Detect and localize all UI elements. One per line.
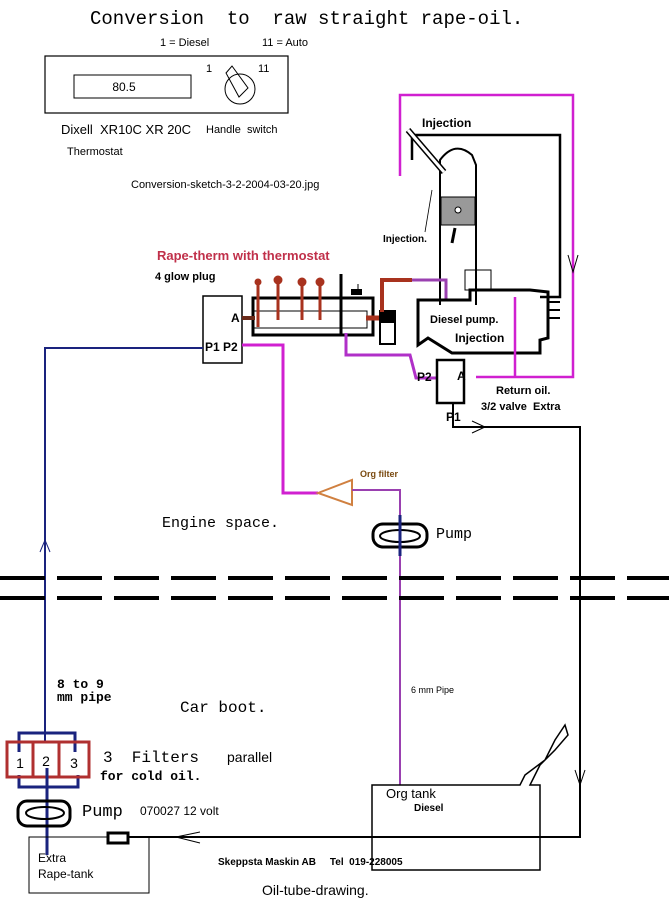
company-label: Skeppsta Maskin AB Tel 019-228005: [218, 857, 403, 868]
knob-position-11: 11: [258, 63, 269, 75]
cold-oil-label: for cold oil.: [100, 769, 201, 784]
drawing-caption: Oil-tube-drawing.: [262, 882, 369, 898]
injection-label-lower: Injection.: [383, 234, 427, 245]
engine-space-label: Engine space.: [162, 515, 279, 532]
return-oil-label: Return oil.: [496, 385, 550, 397]
injection-label: Injection: [422, 116, 471, 130]
temperature-display: 80.5: [112, 80, 136, 94]
thermostat-label: Thermostat: [67, 146, 123, 158]
switch-label: Handle switch: [206, 124, 278, 136]
valve-p2-label: P2: [417, 370, 432, 384]
pump-solenoid: [464, 269, 492, 291]
injection-return-pipe: [410, 133, 562, 299]
port-a-label: A: [231, 311, 240, 325]
pipe-size-label: 8 to 9: [57, 677, 104, 692]
engine-pump-label: Pump: [436, 526, 472, 543]
diesel-pump-label: Diesel pump.: [430, 314, 498, 326]
org-tank-pipe: [352, 489, 401, 785]
org-tank-label: Org tank: [386, 786, 436, 801]
extra-rape-tank: [28, 836, 150, 894]
diesel-feed-pipe: [242, 343, 318, 495]
thermostat-controller: 80.5 1 11: [44, 55, 289, 114]
small-pipe-label: 6 mm Pipe: [411, 685, 454, 695]
three-two-valve[interactable]: [435, 358, 466, 405]
valve-description: 3/2 valve Extra: [481, 401, 561, 413]
engine-pump-icon: [371, 515, 429, 556]
legend-diesel: 1 = Diesel: [160, 37, 209, 49]
org-diesel-tank: [371, 723, 569, 871]
glow-plug-label: 4 glow plug: [155, 271, 216, 283]
heater-return-pipe: [344, 333, 437, 380]
valve-a-label: A: [457, 369, 466, 383]
tank-cap-icon: [106, 831, 130, 845]
boot-pump-label: Pump: [82, 803, 123, 822]
filter-2-label: 2: [42, 753, 50, 769]
handle-switch-knob[interactable]: [224, 73, 256, 105]
diagram-title: Conversion to raw straight rape-oil.: [90, 8, 523, 30]
org-filter-icon: [315, 478, 353, 507]
flow-arrow-icon: [567, 254, 579, 274]
knob-pointer-icon: [225, 65, 249, 98]
heater-title: Rape-therm with thermostat: [157, 248, 330, 263]
extra-tank-label-2: Rape-tank: [38, 867, 94, 881]
filter-1-label: 1: [16, 755, 24, 771]
return-line-to-extra-tank: [108, 403, 581, 838]
return-oil-pipe: [398, 93, 575, 379]
filename-label: Conversion-sketch-3-2-2004-03-20.jpg: [131, 179, 319, 191]
knob-position-1: 1: [206, 63, 212, 75]
filters-label: 3 Filters: [103, 749, 199, 767]
filter-3-label: 3: [70, 755, 78, 771]
engine-cylinder: [405, 128, 477, 305]
extra-tank-label: Extra: [38, 851, 66, 865]
car-boot-label: Car boot.: [180, 699, 266, 717]
heated-oil-pipe: [380, 278, 412, 312]
rape-oil-feed-pipe: [44, 347, 203, 742]
pipe-size-label-2: mm pipe: [57, 690, 112, 705]
port-p1p2-label: P1 P2: [205, 340, 238, 354]
org-tank-diesel-label: Diesel: [414, 803, 444, 814]
controller-model: Dixell XR10C XR 20C: [61, 122, 191, 137]
diesel-pump: [416, 288, 550, 355]
heater-port-box: [202, 295, 243, 364]
filters-parallel-label: parallel: [227, 749, 272, 765]
rape-therm-heater: [242, 274, 396, 345]
boot-pump-icon: [16, 799, 72, 828]
boot-pump-spec: 070027 12 volt: [140, 804, 219, 818]
pump-feed-pipe: [412, 278, 448, 300]
legend-auto: 11 = Auto: [262, 37, 308, 49]
diesel-pump-sub: Injection: [455, 331, 504, 345]
org-filter-label: Org filter: [360, 469, 399, 479]
